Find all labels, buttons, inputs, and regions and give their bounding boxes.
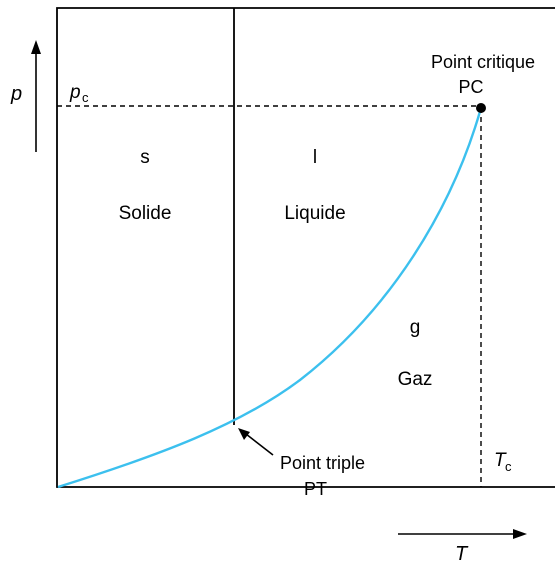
tc-main: T [494, 450, 507, 471]
y-axis-arrow [31, 40, 41, 152]
tc-subscript: c [505, 459, 512, 474]
liquid-region-symbol: l [313, 147, 317, 168]
critical-pressure-label: p c [69, 82, 89, 105]
triple-point-arrow [238, 428, 274, 456]
pc-main: p [69, 82, 81, 103]
pc-subscript: c [82, 90, 89, 105]
x-axis-label: T [455, 543, 469, 563]
gas-region-symbol: g [410, 317, 421, 338]
liquid-region-name: Liquide [284, 203, 345, 224]
critical-point-dot [476, 103, 486, 113]
triple-point-abbrev: PT [304, 479, 327, 499]
gas-region-name: Gaz [398, 369, 433, 390]
x-axis-arrow [398, 529, 527, 539]
solid-region-symbol: s [140, 147, 150, 168]
triple-point-title: Point triple [280, 453, 365, 473]
y-axis-label: p [10, 83, 22, 105]
critical-point-abbrev: PC [458, 77, 483, 97]
critical-temperature-label: T c [494, 450, 512, 474]
phase-equilibrium-curve [57, 107, 483, 489]
critical-point-title: Point critique [431, 52, 535, 72]
solid-region-name: Solide [119, 203, 172, 224]
plot-frame [56, 7, 555, 488]
